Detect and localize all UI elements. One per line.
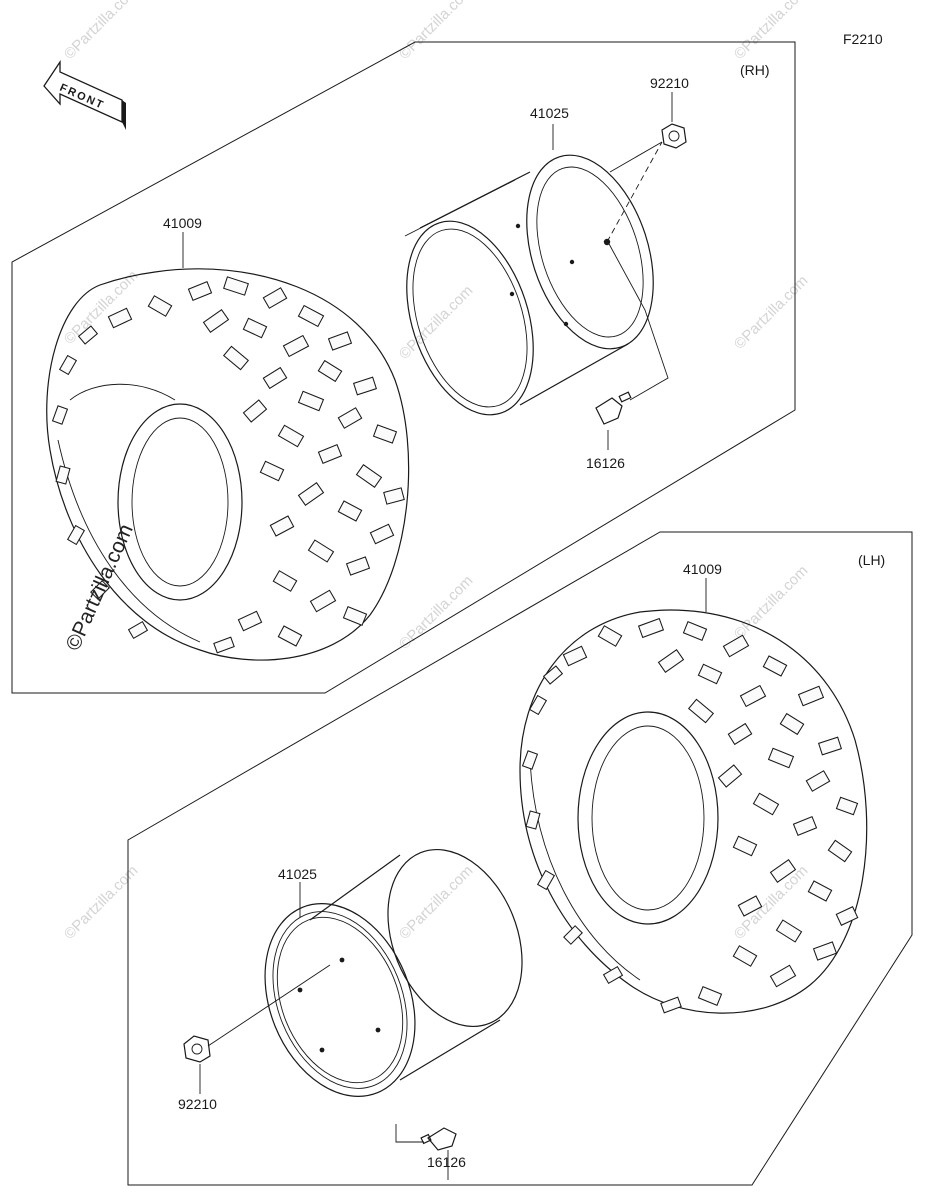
- watermark: ©Partzilla.com: [731, 0, 812, 63]
- rh-nut: [606, 123, 687, 243]
- watermark-layer: ©Partzilla.com ©Partzilla.com ©Partzilla…: [61, 0, 812, 943]
- lh-section: (LH): [127, 531, 913, 1186]
- watermark: ©Partzilla.com: [396, 862, 477, 943]
- lh-tread-pattern: [521, 617, 859, 1014]
- rh-frame: [11, 41, 796, 694]
- lh-nut: [183, 964, 331, 1094]
- lh-tire-part-number: 41009: [683, 561, 722, 577]
- lh-valve: [395, 1124, 457, 1180]
- lh-wheel-part-number: 41025: [278, 866, 317, 882]
- rh-wheel: [404, 154, 654, 416]
- rh-side-label: (RH): [740, 62, 770, 78]
- lh-nut-part-number: 92210: [178, 1096, 217, 1112]
- rh-tire-part-number: 41009: [163, 215, 202, 231]
- rh-valve-part-number: 16126: [586, 455, 625, 471]
- watermark: ©Partzilla.com: [61, 0, 142, 63]
- watermark: ©Partzilla.com: [731, 562, 812, 643]
- rh-tire: [46, 268, 410, 661]
- rh-wheel-part-number: 41025: [530, 105, 569, 121]
- rh-nut-part-number: 92210: [650, 75, 689, 91]
- lh-side-label: (LH): [858, 552, 885, 568]
- lh-frame: [127, 531, 913, 1186]
- watermark: ©Partzilla.com: [61, 862, 142, 943]
- lh-tire: [519, 609, 868, 1014]
- watermark: ©Partzilla.com: [396, 282, 477, 363]
- rh-section: (RH): [11, 41, 796, 694]
- figure-code: F2210: [843, 31, 883, 47]
- rh-valve: [595, 241, 669, 450]
- lh-valve-part-number: 16126: [427, 1154, 466, 1170]
- watermark: ©Partzilla.com: [396, 0, 477, 63]
- watermark: ©Partzilla.com: [396, 572, 477, 653]
- front-arrow: FRONT: [43, 59, 126, 130]
- watermark: ©Partzilla.com: [731, 272, 812, 353]
- lh-wheel: [264, 848, 523, 1097]
- rh-tread-pattern: [51, 276, 405, 654]
